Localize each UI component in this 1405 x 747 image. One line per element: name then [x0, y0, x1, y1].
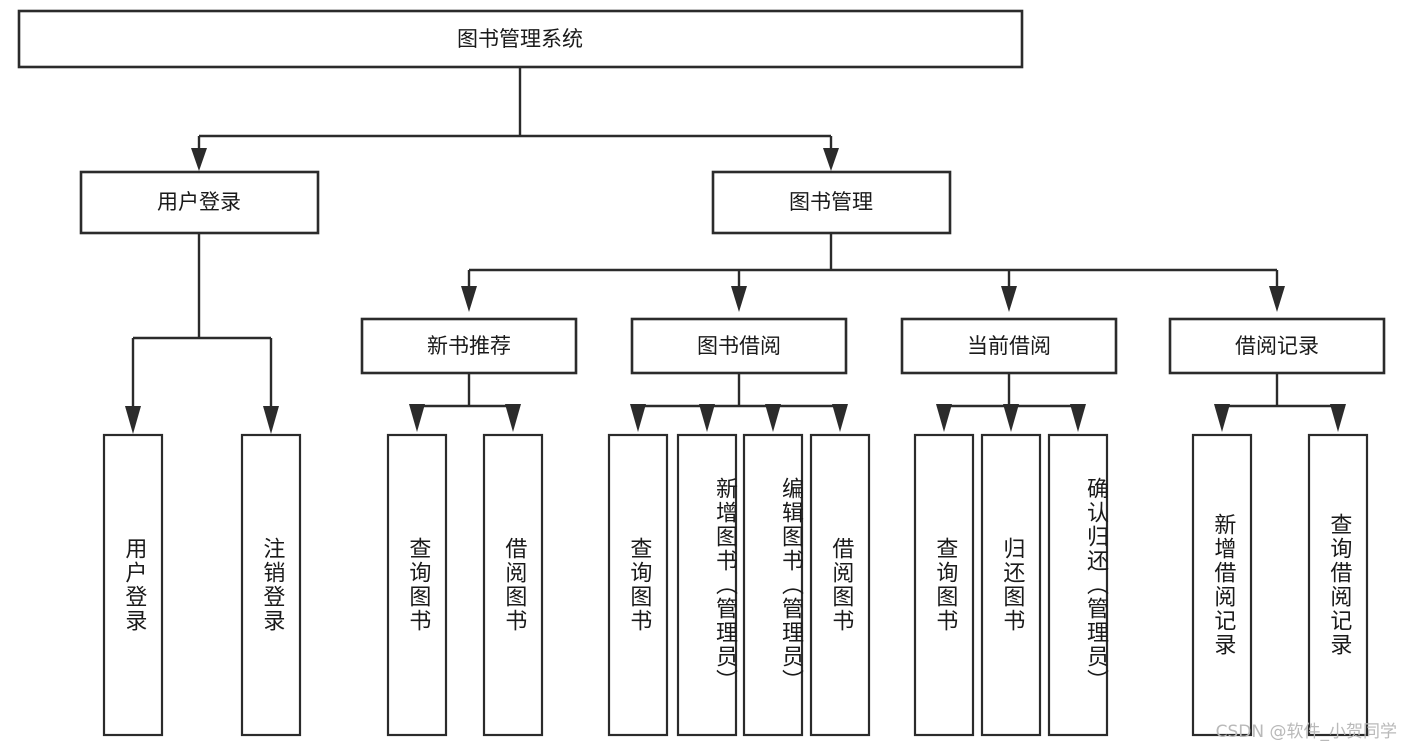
arrow-head-icon — [823, 148, 839, 171]
arrow-head-icon — [1214, 404, 1230, 432]
node-label-book-management: 图书管理 — [789, 190, 873, 214]
connector-book-mgmt-to-level3 — [461, 233, 1285, 312]
arrow-head-icon — [1003, 404, 1019, 432]
connector-book-borrow-to-leaves — [630, 373, 848, 432]
node-book-borrow[interactable]: 图书借阅 — [630, 317, 848, 375]
arrow-head-icon — [630, 404, 646, 432]
connector-current-borrow-to-leaves — [936, 373, 1086, 432]
arrow-head-icon — [1001, 286, 1017, 312]
leaf-box-book-borrow-2[interactable] — [742, 433, 804, 737]
arrow-head-icon — [765, 404, 781, 432]
arrow-head-icon — [125, 406, 141, 434]
leaf-box-user-login-0[interactable] — [102, 433, 164, 737]
node-borrow-records[interactable]: 借阅记录 — [1168, 317, 1386, 375]
node-label-borrow-records: 借阅记录 — [1235, 334, 1319, 358]
leaf-box-current-borrow-0[interactable] — [913, 433, 975, 737]
arrow-head-icon — [731, 286, 747, 312]
arrow-head-icon — [699, 404, 715, 432]
arrow-head-icon — [461, 286, 477, 312]
node-book-management[interactable]: 图书管理 — [711, 170, 952, 235]
connector-new-book-to-leaves — [409, 373, 521, 432]
leaf-box-borrow-records-1[interactable] — [1307, 433, 1369, 737]
node-current-borrow[interactable]: 当前借阅 — [900, 317, 1118, 375]
arrow-head-icon — [505, 404, 521, 432]
leaf-box-borrow-records-0[interactable] — [1191, 433, 1253, 737]
node-box-shape — [17, 9, 1024, 69]
leaf-box-book-borrow-0[interactable] — [607, 433, 669, 737]
node-box-shape — [711, 170, 952, 235]
arrow-head-icon — [1269, 286, 1285, 312]
leaf-box-user-login-1[interactable] — [240, 433, 302, 737]
leaf-box-book-borrow-1[interactable] — [676, 433, 738, 737]
connector-root-to-level2 — [191, 68, 839, 171]
arrow-head-icon — [832, 404, 848, 432]
node-box-shape — [79, 170, 320, 235]
leaf-box-book-borrow-3[interactable] — [809, 433, 871, 737]
connector-borrow-records-to-leaves — [1214, 373, 1346, 432]
arrow-head-icon — [263, 406, 279, 434]
node-box-shape — [1168, 317, 1386, 375]
leaf-box-current-borrow-2[interactable] — [1047, 433, 1109, 737]
node-label-root: 图书管理系统 — [457, 27, 583, 51]
node-root-system[interactable]: 图书管理系统 — [17, 9, 1024, 69]
node-label-book-borrow: 图书借阅 — [697, 334, 781, 358]
node-box-shape — [630, 317, 848, 375]
node-box-shape — [900, 317, 1118, 375]
node-box-shape — [360, 317, 578, 375]
node-label-new-book-recommend: 新书推荐 — [427, 334, 511, 358]
csdn-watermark: CSDN @软件_小贺同学 — [1215, 722, 1397, 742]
arrow-head-icon — [1330, 404, 1346, 432]
leaf-box-current-borrow-1[interactable] — [980, 433, 1042, 737]
arrow-head-icon — [936, 404, 952, 432]
leaf-box-new-book-1[interactable] — [482, 433, 544, 737]
connector-user-login-to-leaves — [125, 233, 279, 434]
node-new-book-recommend[interactable]: 新书推荐 — [360, 317, 578, 375]
node-user-login[interactable]: 用户登录 — [79, 170, 320, 235]
leaf-box-new-book-0[interactable] — [386, 433, 448, 737]
node-label-current-borrow: 当前借阅 — [967, 334, 1051, 358]
arrow-head-icon — [1070, 404, 1086, 432]
node-label-user-login: 用户登录 — [157, 190, 241, 214]
arrow-head-icon — [191, 148, 207, 171]
arrow-head-icon — [409, 404, 425, 432]
